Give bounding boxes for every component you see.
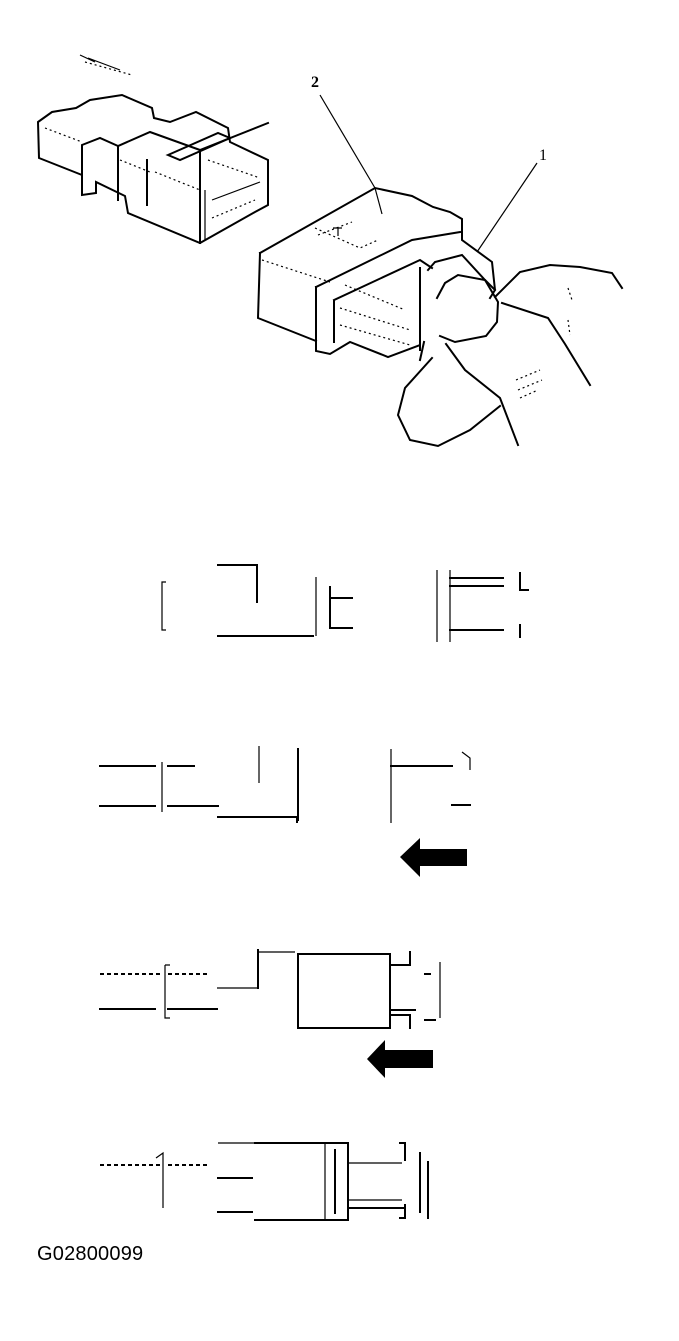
step-1-separated-drawing: [161, 564, 529, 642]
arrow-left-icon: [400, 838, 467, 877]
callout-1-leader: [476, 162, 538, 253]
callout-2-label: 2: [311, 74, 319, 91]
figure-id: G02800099: [37, 1243, 144, 1265]
step-4-locked-drawing: [100, 1142, 429, 1221]
step-3-inserting-drawing: [99, 949, 441, 1029]
connector-with-hand-drawing: [256, 186, 624, 448]
arrow-left-icon: [367, 1040, 433, 1078]
callout-1-label: 1: [539, 147, 547, 164]
step-2-aligned-drawing: [99, 746, 471, 823]
callout-2-leader: [319, 94, 376, 189]
mating-connector-drawing: [36, 54, 270, 245]
